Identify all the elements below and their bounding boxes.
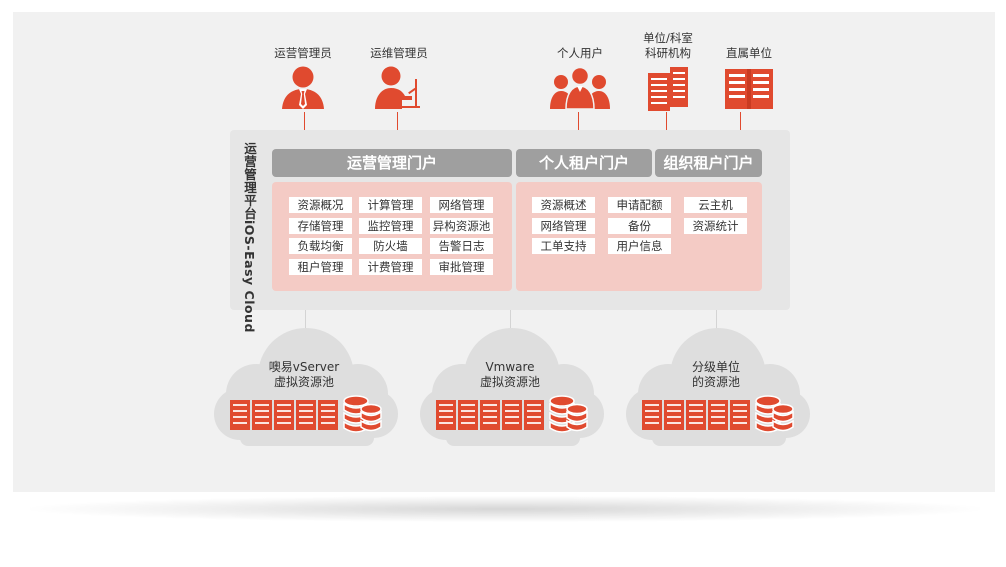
server-rack-icon bbox=[708, 400, 728, 430]
resource-pool-cloud-iserver: 噢易vServer 虚拟资源池 bbox=[208, 326, 400, 448]
actor-ops-admin: 运营管理员 bbox=[268, 46, 338, 109]
feature-tag: 用户信息 bbox=[608, 238, 671, 254]
feature-tag: 告警日志 bbox=[430, 238, 493, 254]
feature-tag: 监控管理 bbox=[359, 218, 422, 234]
feature-tag: 资源统计 bbox=[684, 218, 747, 234]
database-icon bbox=[755, 395, 794, 433]
server-rack-icon bbox=[458, 400, 478, 430]
pool-label-line1: 噢易vServer bbox=[268, 360, 340, 374]
feature-tag: 异构资源池 bbox=[430, 218, 493, 234]
server-rack-icon-group bbox=[436, 400, 556, 430]
actor-direct-unit: 直属单位 bbox=[714, 46, 784, 109]
server-rack-icon bbox=[296, 400, 316, 430]
maint-admin-icon bbox=[375, 66, 420, 109]
server-rack-icon bbox=[480, 400, 500, 430]
feature-tag: 负载均衡 bbox=[289, 238, 352, 254]
connector-line bbox=[716, 310, 717, 334]
feature-tag: 存储管理 bbox=[289, 218, 352, 234]
actor-label: 运营管理员 bbox=[274, 46, 332, 60]
feature-tag: 防火墙 bbox=[359, 238, 422, 254]
ops-admin-icon bbox=[282, 66, 324, 109]
feature-tag: 计费管理 bbox=[359, 259, 422, 275]
server-rack-icon bbox=[686, 400, 706, 430]
server-rack-icon bbox=[642, 400, 662, 430]
portal-header-personal: 个人租户门户 bbox=[516, 149, 652, 177]
actor-label: 直属单位 bbox=[726, 46, 772, 60]
actor-dept-office: 单位/科室 科研机构 bbox=[633, 31, 703, 111]
actor-label: 运维管理员 bbox=[370, 46, 428, 60]
direct-unit-building-icon bbox=[725, 69, 773, 109]
server-rack-icon bbox=[502, 400, 522, 430]
server-rack-icon bbox=[318, 400, 338, 430]
connector-line bbox=[510, 310, 511, 334]
server-rack-icon-group bbox=[642, 400, 762, 430]
feature-tag: 工单支持 bbox=[532, 238, 595, 254]
card-shadow bbox=[30, 496, 980, 522]
resource-pool-cloud-vmware: Vmware 虚拟资源池 bbox=[414, 326, 606, 448]
server-rack-icon bbox=[524, 400, 544, 430]
research-building-icon bbox=[648, 67, 688, 111]
server-rack-icon bbox=[436, 400, 456, 430]
actor-personal-user: 个人用户 bbox=[545, 46, 615, 109]
feature-tag: 租户管理 bbox=[289, 259, 352, 275]
platform-title: 运营管理平台iOS-Easy Cloud bbox=[242, 142, 257, 333]
pool-label: 噢易vServer 虚拟资源池 bbox=[254, 360, 354, 390]
feature-tag: 审批管理 bbox=[430, 259, 493, 275]
actor-label-line1: 单位/科室 bbox=[643, 31, 693, 45]
server-rack-icon bbox=[664, 400, 684, 430]
feature-tag: 资源概述 bbox=[532, 197, 595, 213]
pool-label: Vmware 虚拟资源池 bbox=[460, 360, 560, 390]
feature-tag: 云主机 bbox=[684, 197, 747, 213]
actor-label: 个人用户 bbox=[557, 46, 603, 60]
pool-label-line2: 虚拟资源池 bbox=[273, 375, 334, 389]
pool-label-line1: Vmware bbox=[485, 360, 535, 374]
feature-tag: 网络管理 bbox=[430, 197, 493, 213]
connector-line bbox=[305, 310, 306, 334]
feature-tag: 网络管理 bbox=[532, 218, 595, 234]
resource-pool-cloud-graded: 分级单位 的资源池 bbox=[620, 326, 812, 448]
pool-label-line2: 虚拟资源池 bbox=[479, 375, 540, 389]
portal-header-ops: 运营管理门户 bbox=[272, 149, 512, 177]
personal-user-icon bbox=[550, 66, 610, 109]
portal-header-org: 组织租户门户 bbox=[655, 149, 762, 177]
server-rack-icon-group bbox=[230, 400, 350, 430]
server-rack-icon bbox=[230, 400, 250, 430]
database-icon bbox=[549, 395, 588, 433]
feature-tag: 备份 bbox=[608, 218, 671, 234]
server-rack-icon bbox=[730, 400, 750, 430]
actor-maint-admin: 运维管理员 bbox=[361, 46, 437, 109]
pool-label-line2: 的资源池 bbox=[691, 375, 740, 389]
server-rack-icon bbox=[252, 400, 272, 430]
feature-tag: 申请配额 bbox=[608, 197, 671, 213]
pool-label-line1: 分级单位 bbox=[691, 360, 740, 374]
feature-tag: 资源概况 bbox=[289, 197, 352, 213]
pool-label: 分级单位 的资源池 bbox=[666, 360, 766, 390]
database-icon bbox=[343, 395, 382, 433]
feature-tag: 计算管理 bbox=[359, 197, 422, 213]
server-rack-icon bbox=[274, 400, 294, 430]
actor-label-line2: 科研机构 bbox=[645, 46, 691, 60]
